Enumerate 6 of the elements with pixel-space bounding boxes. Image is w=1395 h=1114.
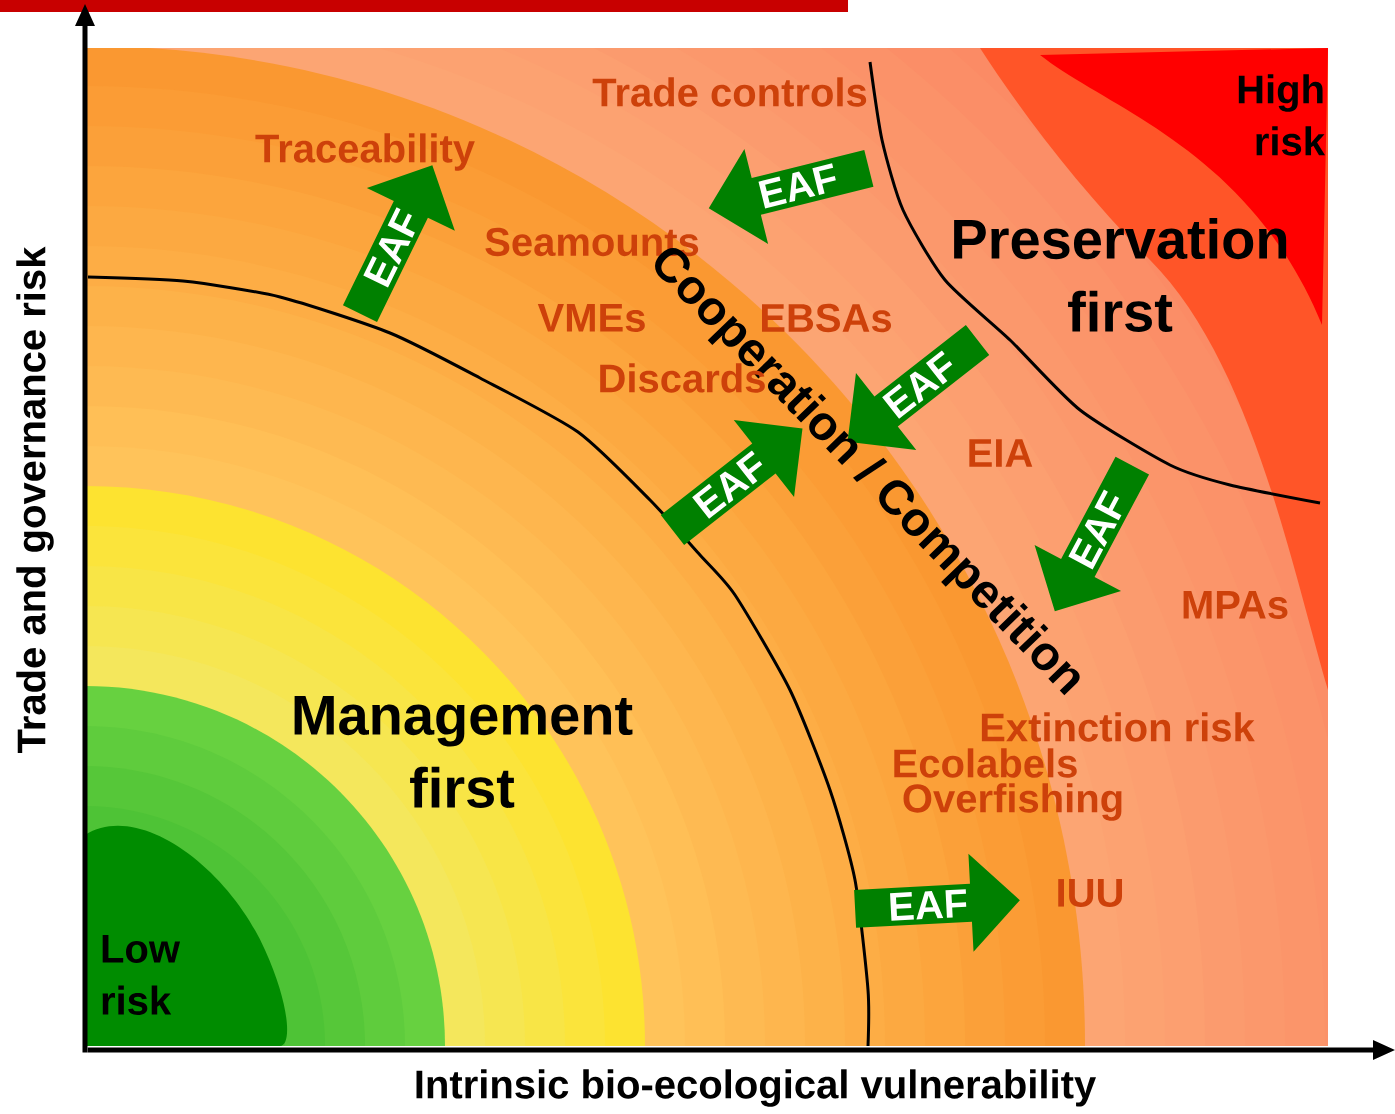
region-label: Trade and governance risk bbox=[16, 246, 54, 753]
region-label: Intrinsic bio-ecological vulnerability bbox=[416, 1069, 1096, 1107]
measure-label: Ecolabels bbox=[894, 748, 1077, 778]
region-label: Low risk bbox=[102, 935, 181, 1015]
region-label: Management first bbox=[294, 696, 633, 808]
region-label: High risk bbox=[1238, 74, 1326, 156]
